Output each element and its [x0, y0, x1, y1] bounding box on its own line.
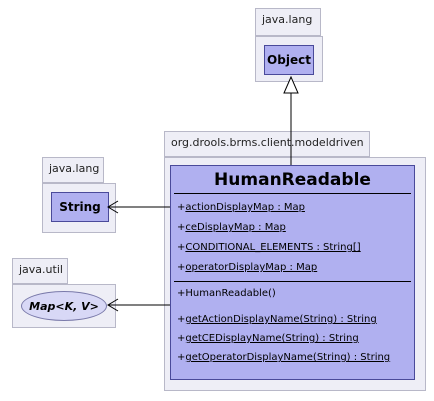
- package-tab-java-lang-top: java.lang: [255, 8, 321, 36]
- interface-map-name: Map<K, V>: [29, 299, 99, 313]
- package-name: java.util: [19, 263, 63, 276]
- class-string-name: String: [59, 200, 101, 214]
- method-get-operator-display-name: +getOperatorDisplayName(String) : String: [177, 352, 391, 363]
- method-get-ce-display-name: +getCEDisplayName(String) : String: [177, 333, 359, 344]
- attribute-operator-display-map: +operatorDisplayMap : Map: [177, 262, 318, 273]
- package-name: java.lang: [262, 13, 313, 26]
- package-name: java.lang: [49, 162, 100, 175]
- class-object[interactable]: Object: [264, 45, 314, 75]
- title-separator: [174, 193, 411, 194]
- package-tab-java-lang-left: java.lang: [42, 157, 104, 183]
- package-tab-java-util: java.util: [12, 258, 68, 284]
- package-name: org.drools.brms.client.modeldriven: [171, 136, 364, 149]
- package-java-util: Map<K, V>: [12, 284, 116, 328]
- association-map-arrowhead: [107, 298, 119, 312]
- package-tab-modeldriven: org.drools.brms.client.modeldriven: [164, 131, 370, 157]
- constructor: +HumanReadable(): [177, 288, 276, 299]
- class-object-name: Object: [267, 53, 311, 67]
- method-get-action-display-name: +getActionDisplayName(String) : String: [177, 314, 377, 325]
- class-humanreadable[interactable]: HumanReadable +actionDisplayMap : Map +c…: [170, 165, 415, 380]
- attribute-conditional-elements: +CONDITIONAL_ELEMENTS : String[]: [177, 242, 361, 253]
- attribute-separator: [174, 281, 411, 282]
- package-java-lang-top: Object: [255, 36, 323, 82]
- association-string-arrowhead: [107, 200, 119, 214]
- interface-map[interactable]: Map<K, V>: [21, 291, 107, 321]
- package-java-lang-left: String: [42, 183, 116, 233]
- class-title: HumanReadable: [214, 170, 371, 190]
- generalization-arrowhead: [283, 75, 299, 94]
- attribute-ce-display-map: +ceDisplayMap : Map: [177, 222, 286, 233]
- attribute-action-display-map: +actionDisplayMap : Map: [177, 202, 305, 213]
